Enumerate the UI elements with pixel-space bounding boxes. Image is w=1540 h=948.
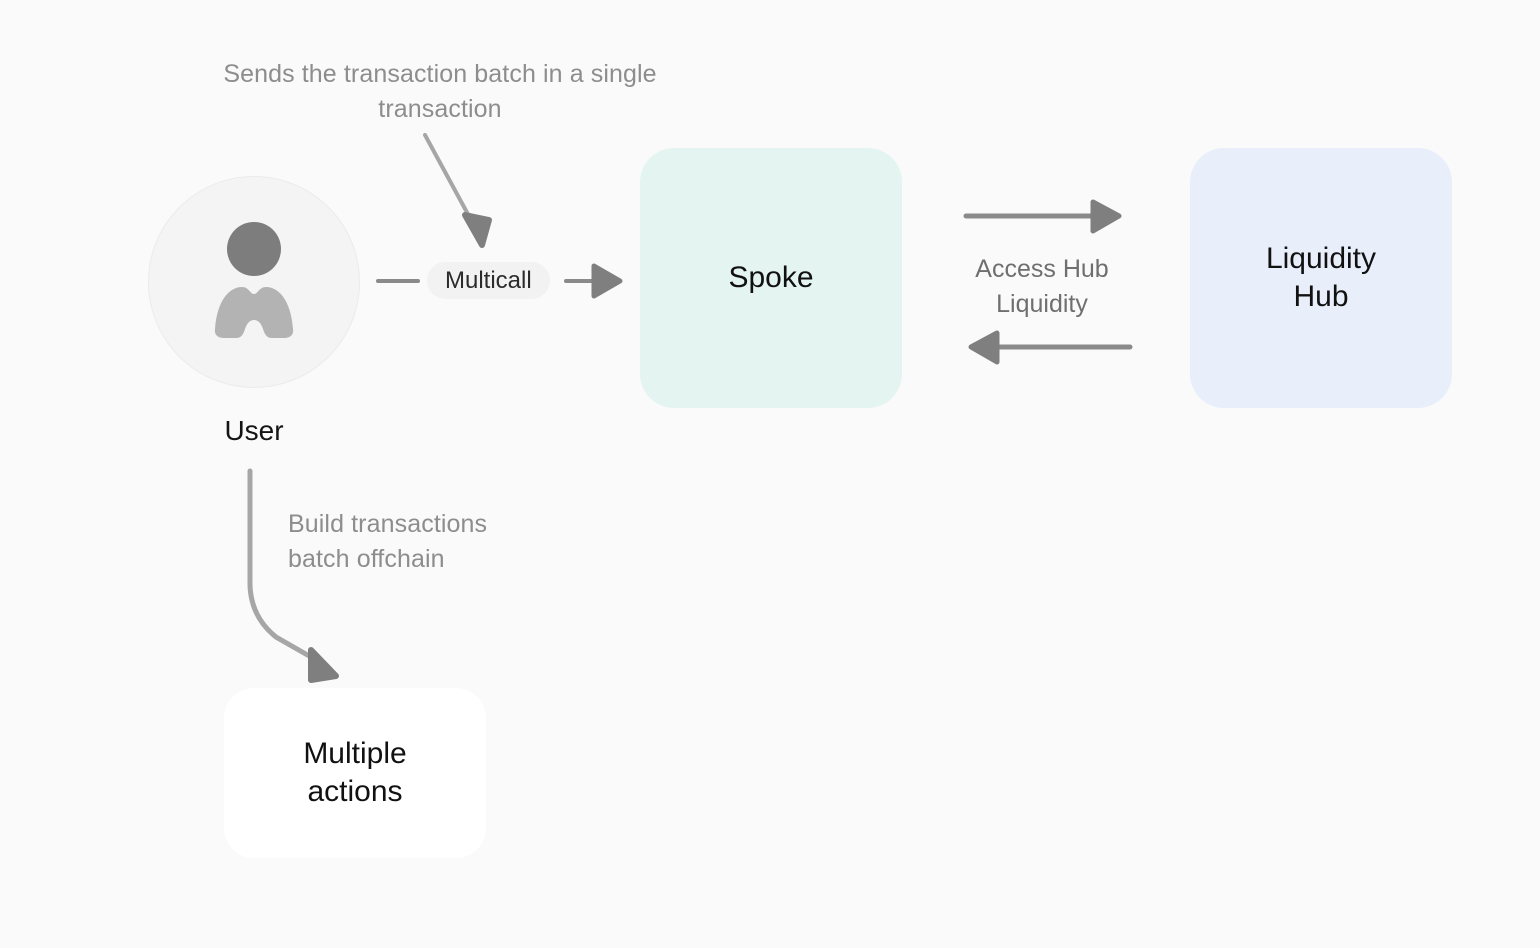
node-liquidity-hub: Liquidity Hub (1190, 148, 1452, 408)
avatar (148, 176, 360, 388)
annotation-sends-batch: Sends the transaction batch in a single … (223, 60, 657, 123)
edge-spoke-to-hub (963, 199, 1122, 234)
edge-sends-batch-callout (423, 133, 492, 248)
edge-label-multicall: Multicall (427, 262, 550, 299)
annotation-build-offchain: Build transactions batch offchain (288, 510, 488, 573)
arrowhead-down-right-icon (308, 647, 339, 683)
edge-hub-to-spoke (968, 330, 1133, 365)
arrowhead-down-left-icon (462, 212, 492, 248)
arrowhead-right-icon (591, 263, 623, 299)
user-avatar-icon (214, 222, 294, 338)
node-multiple-actions: Multiple actions (224, 688, 486, 858)
arrowhead-left-icon (968, 330, 1000, 365)
arrowhead-right-icon (1090, 199, 1122, 234)
edge-label-access-hub-liquidity: Access Hub Liquidity (975, 255, 1109, 318)
edge-multicall-to-spoke (564, 263, 623, 299)
node-label-user: User (224, 415, 284, 446)
node-spoke: Spoke (640, 148, 902, 408)
